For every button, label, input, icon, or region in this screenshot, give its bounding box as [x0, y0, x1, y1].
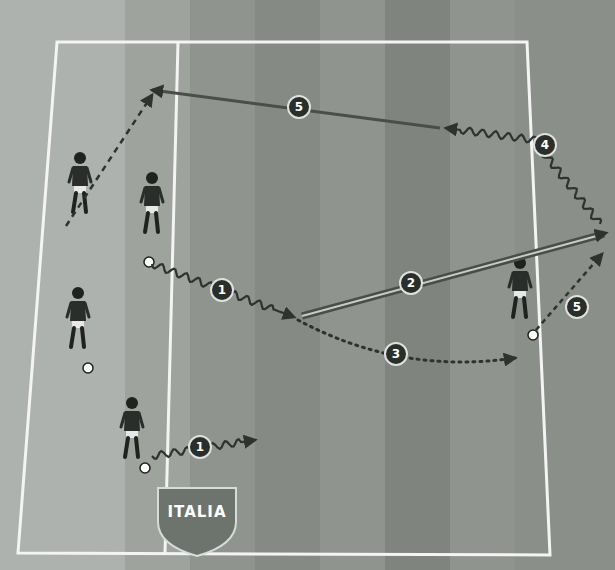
callout-number: 2: [400, 276, 422, 290]
dribble-lines: [152, 128, 601, 459]
run-line: [536, 254, 602, 330]
callout-number: 3: [385, 347, 407, 361]
dribble-line: [446, 128, 601, 224]
run-line: [66, 95, 152, 226]
callout-number: 1: [189, 440, 211, 454]
logo-shield: [158, 488, 236, 556]
players: [67, 152, 531, 457]
player: [141, 172, 163, 232]
movement-arrows: [66, 90, 606, 362]
pass-head: [590, 233, 606, 237]
balls: [83, 257, 538, 473]
callout-circles: [189, 96, 588, 458]
field-lines: [18, 42, 550, 555]
pass-line: [302, 234, 604, 316]
logo-text: ITALIA: [159, 503, 235, 521]
player: [67, 287, 89, 347]
callout-number: 5: [566, 300, 588, 314]
callout-number: 1: [211, 283, 233, 297]
pass-line: [152, 90, 440, 128]
callout-number: 4: [534, 138, 556, 152]
pass-line: [302, 234, 604, 316]
player: [509, 257, 531, 317]
callout-number: 5: [288, 100, 310, 114]
player: [121, 397, 143, 457]
dribble-line: [152, 264, 294, 317]
